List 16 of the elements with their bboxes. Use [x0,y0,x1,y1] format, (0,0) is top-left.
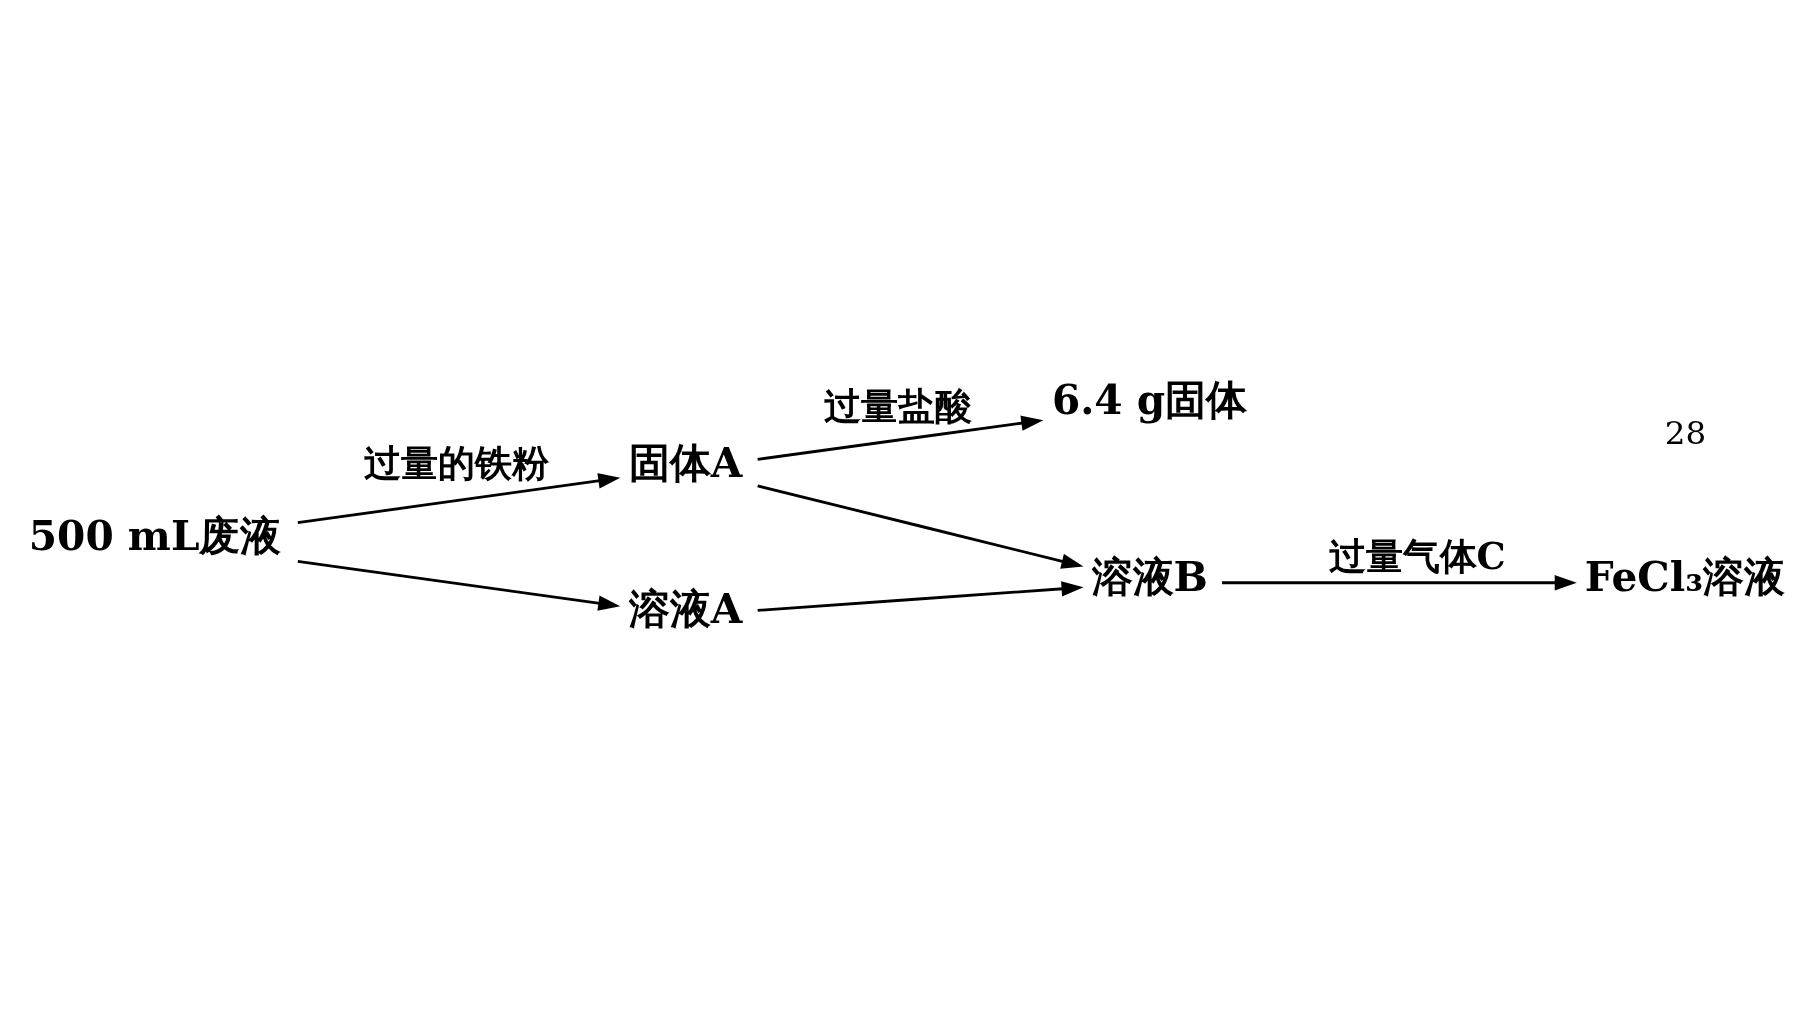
node-text: 溶液B [1091,552,1208,601]
node-text: 6.4 g固体 [1051,375,1248,424]
edge-label: 过量气体C [1328,534,1506,578]
label: 28 [1664,413,1707,452]
arrow [297,472,621,524]
edge-label: 过量盐酸 [824,384,973,428]
arrow [757,415,1044,461]
arrow [757,580,1084,612]
arrow [1222,574,1577,590]
node-text: FeCl₃溶液 [1584,552,1785,601]
node-text: 固体A [628,438,743,487]
edge-label: 过量的铁粉 [364,441,550,485]
arrow [297,559,621,611]
node-text: 500 mL废液 [28,511,282,560]
arrow [757,483,1084,569]
node-text: 溶液A [628,584,743,633]
